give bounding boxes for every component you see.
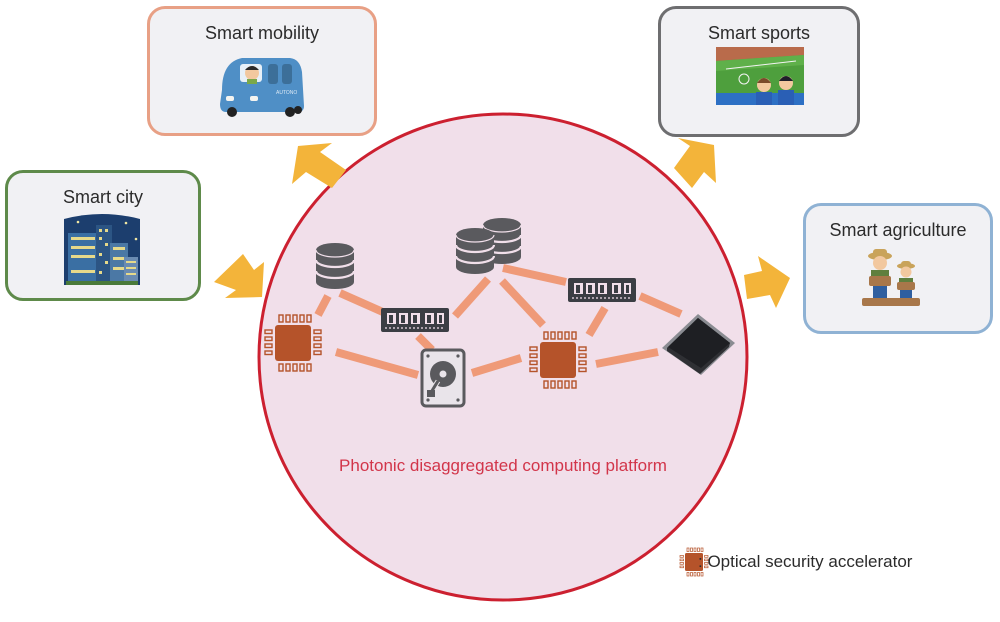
link-db1-accel1 [314, 294, 332, 317]
database-icon [314, 241, 356, 291]
link-mem1-disk [415, 333, 435, 353]
memory-module-icon [380, 307, 450, 333]
arrow-to-city [214, 254, 264, 298]
application-title: Smart mobility [204, 23, 320, 43]
link-disk-accel2 [470, 354, 523, 377]
link-db2-mem2 [502, 264, 567, 286]
link-db2-accel2 [499, 278, 546, 328]
hard-disk-icon [420, 348, 466, 408]
application-box-smart-mobility: Smart mobility [147, 6, 377, 136]
application-box-smart-agriculture: Smart agriculture [803, 203, 993, 334]
application-box-smart-city: Smart city [5, 170, 201, 301]
link-mem1-db2 [452, 276, 491, 319]
application-title: Smart city [62, 187, 143, 207]
application-title: Smart agriculture [829, 220, 967, 240]
cpu-chip-icon [662, 314, 735, 375]
legend-text: : Optical security accelerator [698, 552, 913, 571]
link-db1-mem1 [338, 289, 387, 317]
arrows [214, 138, 790, 308]
arrow-to-sports [674, 138, 716, 188]
application-title: Smart sports [707, 23, 811, 43]
application-box-smart-sports: Smart sports [658, 6, 860, 137]
platform-label: Photonic disaggregated computing platfor… [339, 456, 667, 475]
link-accel1-disk [334, 348, 420, 379]
arrow-to-mobility [292, 143, 346, 188]
link-mem2-accel2 [585, 305, 609, 338]
link-accel2-cpu [595, 348, 659, 368]
memory-module-icon [567, 277, 637, 303]
platform-links [314, 264, 683, 379]
link-mem2-cpu [638, 292, 683, 318]
legend: : Optical security accelerator [680, 549, 912, 575]
arrow-to-agri [744, 256, 790, 308]
platform-circle [257, 112, 749, 602]
